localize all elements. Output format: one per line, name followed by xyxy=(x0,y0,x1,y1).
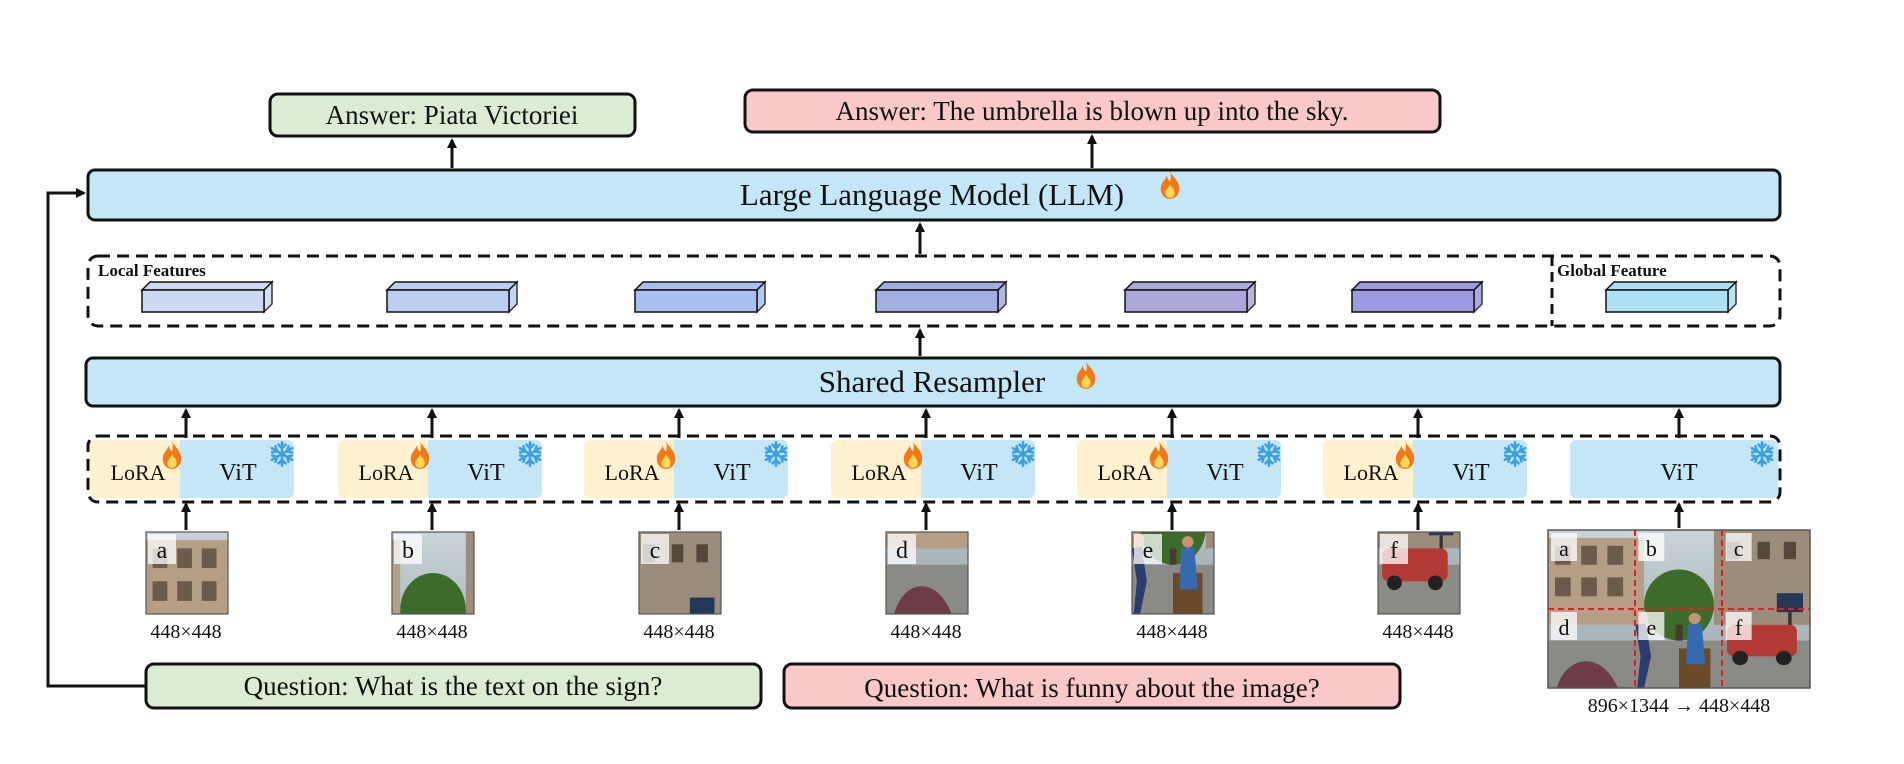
slice-letter: f xyxy=(1390,538,1398,564)
llm-label: Large Language Model (LLM) xyxy=(740,177,1124,212)
grid-cell-letter: d xyxy=(1559,615,1570,640)
lora-block xyxy=(831,440,925,498)
lora-label: LoRA xyxy=(852,460,907,485)
lora-label: LoRA xyxy=(1098,460,1153,485)
grid-cell-letter: f xyxy=(1735,615,1743,640)
global-vit-block: ViT xyxy=(1570,440,1778,498)
arrow-question-to-llm xyxy=(46,188,146,688)
slice-size-label: 448×448 xyxy=(150,621,221,643)
local-feature-bar xyxy=(385,280,519,314)
lora-label: LoRA xyxy=(111,460,166,485)
image-slice: f 448×448 xyxy=(1377,531,1461,643)
local-feature-bar xyxy=(1350,280,1484,314)
resampler-label: Shared Resampler xyxy=(819,364,1046,399)
grid-cell-letter: c xyxy=(1734,536,1744,561)
llm-box xyxy=(86,168,1782,222)
encoders-container xyxy=(86,434,1782,504)
answer-text-red: Answer: The umbrella is blown up into th… xyxy=(836,96,1349,126)
image-slices-row: a 448×448 b 448×448 c 448×448 d 448×448 e 448×448… xyxy=(145,502,1684,643)
vit-label: ViT xyxy=(713,460,751,486)
local-feature-bar xyxy=(874,280,1008,314)
question-text-red: Question: What is funny about the image? xyxy=(864,673,1319,703)
local-features-label: Local Features xyxy=(98,261,206,280)
image-slice: a 448×448 xyxy=(145,531,229,643)
local-feature-bar xyxy=(1123,280,1257,314)
vit-label: ViT xyxy=(219,460,257,486)
lora-label: LoRA xyxy=(359,460,414,485)
answer-text-green: Answer: Piata Victoriei xyxy=(326,100,579,130)
lora-label: LoRA xyxy=(605,460,660,485)
vit-block xyxy=(184,440,294,498)
lora-block xyxy=(1323,440,1417,498)
local-feature-bar xyxy=(140,280,274,314)
encoder-pair: LoRA ViT xyxy=(90,440,294,498)
lora-block xyxy=(90,440,184,498)
encoder-pair: LoRA ViT xyxy=(831,440,1035,498)
feature-bars xyxy=(140,280,1738,314)
vit-block xyxy=(432,440,542,498)
encoder-pair: LoRA ViT xyxy=(338,440,542,498)
global-feature-label: Global Feature xyxy=(1557,261,1667,280)
lora-label: LoRA xyxy=(1344,460,1399,485)
slice-letter: a xyxy=(157,538,168,564)
vit-block xyxy=(925,440,1035,498)
image-slice: c 448×448 xyxy=(638,531,722,643)
grid-cell-letter: a xyxy=(1559,536,1569,561)
image-slice: b 448×448 xyxy=(391,531,475,643)
slice-size-label: 448×448 xyxy=(643,621,714,643)
shared-resampler-box xyxy=(84,356,1782,408)
encoder-pair: LoRA ViT xyxy=(1077,440,1281,498)
encoder-pair: LoRA ViT xyxy=(1323,440,1527,498)
slice-size-label: 448×448 xyxy=(396,621,467,643)
slice-letter: e xyxy=(1143,538,1154,564)
vit-label: ViT xyxy=(960,460,998,486)
lora-block xyxy=(338,440,432,498)
vit-block xyxy=(678,440,788,498)
full-image: a b c d e f xyxy=(1547,529,1811,689)
grid-cell-letter: b xyxy=(1646,536,1657,561)
answer-box-red xyxy=(743,88,1442,134)
slice-size-label: 448×448 xyxy=(1136,621,1207,643)
slice-letter: d xyxy=(896,538,908,564)
question-text-green: Question: What is the text on the sign? xyxy=(244,671,663,701)
image-slice: e 448×448 xyxy=(1131,531,1215,643)
slice-size-label: 448×448 xyxy=(1382,621,1453,643)
local-feature-bar xyxy=(633,280,767,314)
slice-letter: c xyxy=(650,538,661,564)
lora-block xyxy=(584,440,678,498)
features-container xyxy=(86,254,1782,328)
question-box-red xyxy=(782,662,1402,710)
answer-box-green xyxy=(268,92,637,138)
global-feature-bar xyxy=(1604,280,1738,314)
question-box-green xyxy=(144,662,763,710)
vit-label: ViT xyxy=(1452,460,1490,486)
slice-size-label: 448×448 xyxy=(890,621,961,643)
full-image-resize-label: 896×1344 → 448×448 xyxy=(1588,695,1771,717)
vit-label: ViT xyxy=(467,460,505,486)
slice-letter: b xyxy=(402,538,414,564)
image-slice: d 448×448 xyxy=(885,531,969,643)
grid-cell-letter: e xyxy=(1646,615,1656,640)
encoders-row: LoRA ViT LoRA ViT LoRA ViT LoRA ViT LoRA ViT LoRA V… xyxy=(90,408,1778,498)
vit-label: ViT xyxy=(1660,460,1698,486)
vit-block xyxy=(1171,440,1281,498)
lora-block xyxy=(1077,440,1171,498)
encoder-pair: LoRA ViT xyxy=(584,440,788,498)
vit-block xyxy=(1417,440,1527,498)
vit-label: ViT xyxy=(1206,460,1244,486)
